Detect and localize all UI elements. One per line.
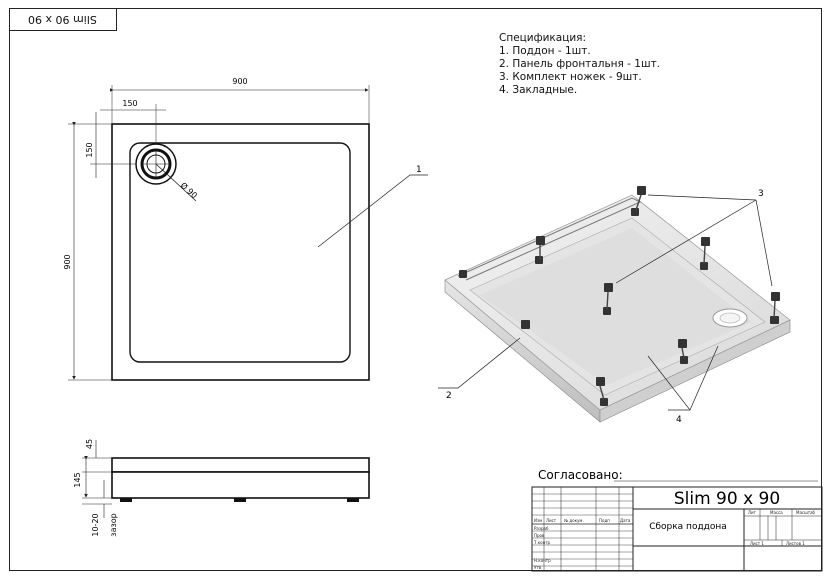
col-data: Дата — [620, 518, 631, 523]
drain-icon — [135, 143, 197, 202]
row-utv: Утв — [534, 565, 542, 570]
isometric-view — [444, 186, 791, 423]
dim-gap: 10-20 — [91, 513, 100, 536]
callout-1: 1 — [416, 165, 422, 175]
tray-outline — [111, 123, 370, 381]
tray-basin — [129, 142, 351, 363]
spec-item-4: 4. Закладные. — [499, 84, 578, 96]
doc-name: Сборка поддона — [649, 522, 727, 532]
lit-label: Лит — [748, 510, 757, 515]
col-list: Лист — [546, 518, 557, 523]
row-prov: Пров — [534, 533, 545, 538]
top-view — [68, 85, 428, 381]
gap-label: зазор — [109, 513, 118, 536]
callout-4: 4 — [676, 415, 682, 425]
side-view — [82, 440, 370, 518]
col-ndoc: № докум. — [564, 518, 584, 523]
list-label: Лист 1 — [750, 541, 764, 546]
dim-rim: 45 — [85, 439, 94, 449]
row-tkontr: Т.контр — [533, 540, 551, 545]
spec-item-1: 1. Поддон - 1шт. — [499, 45, 591, 57]
spec-item-2: 2. Панель фронтальня - 1шт. — [499, 58, 661, 70]
dim-drain-x: 150 — [122, 99, 137, 108]
listov-label: Листов 1 — [786, 541, 805, 546]
row-nkontr: Н.контр — [534, 558, 551, 563]
col-izm: Изм — [534, 518, 542, 523]
callout-3: 3 — [758, 189, 764, 199]
row-razrab: Разраб — [534, 526, 549, 531]
callout-2: 2 — [446, 391, 452, 401]
dim-height: 900 — [63, 254, 72, 269]
masshtab-label: Масштаб — [796, 510, 816, 515]
spec-item-3: 3. Комплект ножек - 9шт. — [499, 71, 642, 83]
dim-drain-y: 150 — [85, 142, 94, 157]
agreed-label: Согласовано: — [538, 468, 623, 482]
product-name: Slim 90 x 90 — [674, 489, 780, 509]
dim-width: 900 — [232, 77, 247, 86]
specification: Спецификация: 1. Поддон - 1шт. 2. Панель… — [499, 32, 660, 97]
title-block — [531, 480, 823, 572]
drawing-sheet — [9, 8, 822, 571]
massa-label: Масса — [770, 510, 783, 515]
dim-side-height: 145 — [73, 472, 82, 487]
col-podp: Подп — [599, 518, 610, 523]
corner-stamp: Slim 90 x 90 — [9, 8, 117, 31]
spec-heading: Спецификация: — [499, 32, 587, 44]
